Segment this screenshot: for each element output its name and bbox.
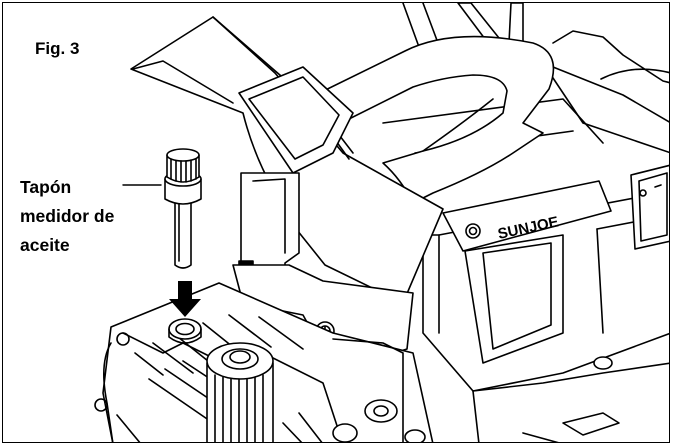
- callout-line-3: aceite: [20, 235, 70, 255]
- oil-dipstick-cap: [164, 148, 202, 269]
- pump-cap-knob: [206, 342, 274, 442]
- pump-fittings: [282, 399, 426, 442]
- motor-base: [472, 356, 669, 442]
- callout-label: Tapón medidor de aceite: [20, 173, 114, 260]
- callout-line-2: medidor de: [20, 206, 115, 226]
- oil-fill-port: [168, 318, 202, 344]
- figure-label: Fig. 3: [35, 39, 80, 58]
- down-arrow-icon: [169, 281, 201, 317]
- callout-line-1: Tapón: [20, 177, 72, 197]
- brand-badge: [442, 180, 612, 252]
- figure-frame: SUNJOE Fig. 3 Tapón medidor de aceite: [2, 2, 670, 443]
- power-switch: [630, 164, 669, 250]
- pressure-washer-illustration: SUNJOE: [94, 3, 669, 442]
